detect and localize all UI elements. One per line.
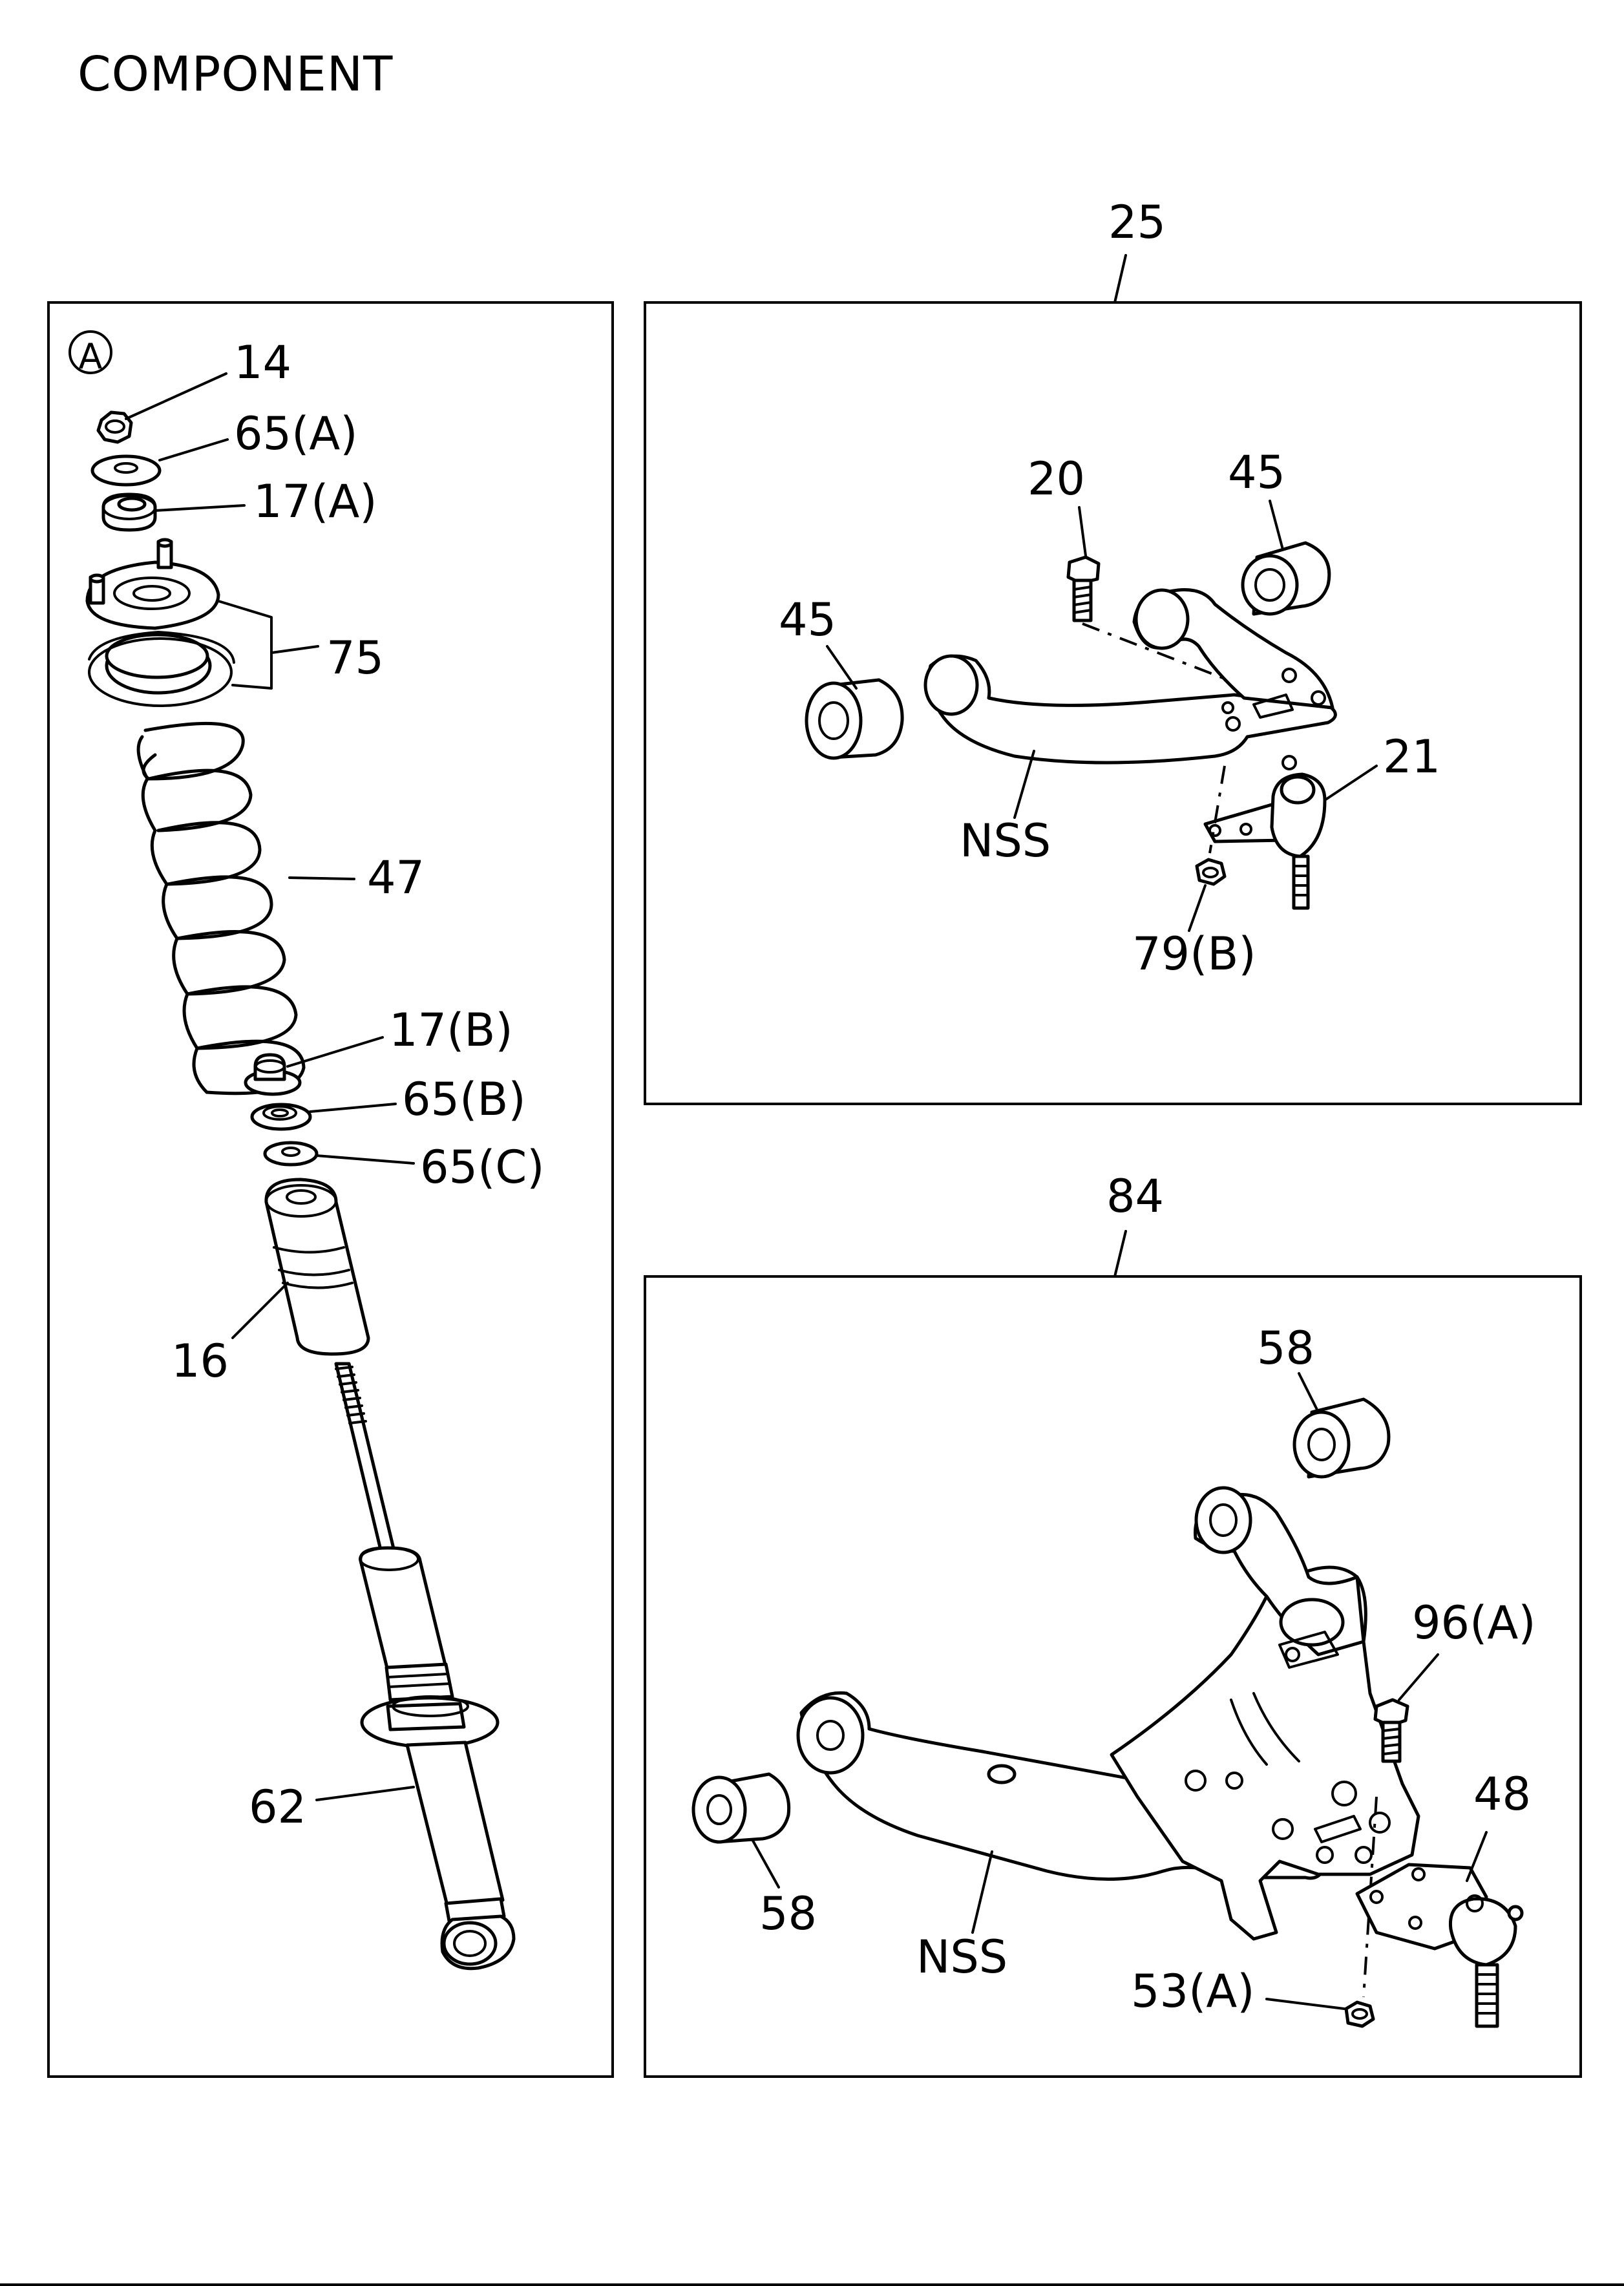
part-lower-arm-body: [796, 1486, 1420, 1941]
callout-62: 62: [249, 1781, 306, 1834]
callout-53a: 53(A): [1131, 1965, 1255, 2018]
panel-a-frame: [47, 301, 614, 2078]
panel-a-circle-marker: [69, 330, 112, 374]
callout-79b: 79(B): [1132, 927, 1256, 980]
panel-strut-assembly: A 14 65(A) 17(A): [47, 301, 614, 2078]
part-nut-79b: [1195, 858, 1227, 886]
callout-45-right: 45: [1228, 446, 1285, 499]
callout-58-left: 58: [759, 1887, 817, 1940]
part-washer-65b: [250, 1103, 312, 1131]
part-cushion-17b: [244, 1053, 302, 1096]
callout-16: 16: [171, 1335, 229, 1388]
callout-96a: 96(A): [1412, 1596, 1536, 1649]
part-shock-absorber-62: [334, 1362, 516, 1971]
part-coil-spring-47: [136, 721, 306, 1095]
callout-21: 21: [1383, 730, 1440, 783]
part-washer-65c: [263, 1141, 319, 1167]
callout-65c: 65(C): [420, 1141, 545, 1194]
page-title: COMPONENT: [78, 47, 394, 102]
part-washer-65a: [90, 454, 162, 487]
callout-58-top: 58: [1257, 1322, 1314, 1375]
part-strut-mount-75: [85, 538, 235, 707]
panel-lower-ref: 84: [1106, 1170, 1164, 1223]
callout-nss-lower: NSS: [916, 1931, 1007, 1984]
panel-upper-arm: 25 20 45: [644, 196, 1582, 1105]
part-bushing-45-left: [805, 678, 904, 760]
callout-17b: 17(B): [389, 1004, 513, 1057]
part-bushing-58-top: [1292, 1397, 1391, 1479]
part-bolt-20: [1066, 555, 1101, 622]
callout-14: 14: [234, 336, 291, 389]
part-bump-stopper-16: [264, 1178, 370, 1356]
part-ball-joint-48: [1355, 1863, 1524, 2028]
part-bushing-45-right: [1241, 541, 1331, 616]
callout-65b: 65(B): [402, 1073, 526, 1126]
callout-nss-upper: NSS: [960, 814, 1051, 867]
callout-47: 47: [367, 851, 425, 904]
part-nut-14: [96, 410, 133, 444]
part-bushing-58-left: [691, 1772, 791, 1844]
callout-65a: 65(A): [234, 407, 358, 460]
callout-17a: 17(A): [253, 475, 377, 528]
callout-75: 75: [326, 631, 384, 684]
panel-upper-frame: [644, 301, 1582, 1105]
part-cushion-17a: [101, 492, 157, 532]
callout-48: 48: [1473, 1768, 1531, 1821]
part-upper-arm-body: [923, 588, 1337, 765]
part-bolt-96a: [1373, 1698, 1409, 1763]
part-ball-joint-21: [1203, 755, 1327, 910]
panel-a-circle-label: A: [79, 336, 103, 377]
part-nut-53a: [1344, 2000, 1375, 2028]
panel-upper-ref: 25: [1108, 196, 1166, 249]
callout-45-left: 45: [779, 593, 836, 646]
callout-20: 20: [1028, 452, 1085, 505]
panel-lower-frame: [644, 1275, 1582, 2078]
panel-lower-arm: 84 58: [644, 1170, 1582, 2078]
